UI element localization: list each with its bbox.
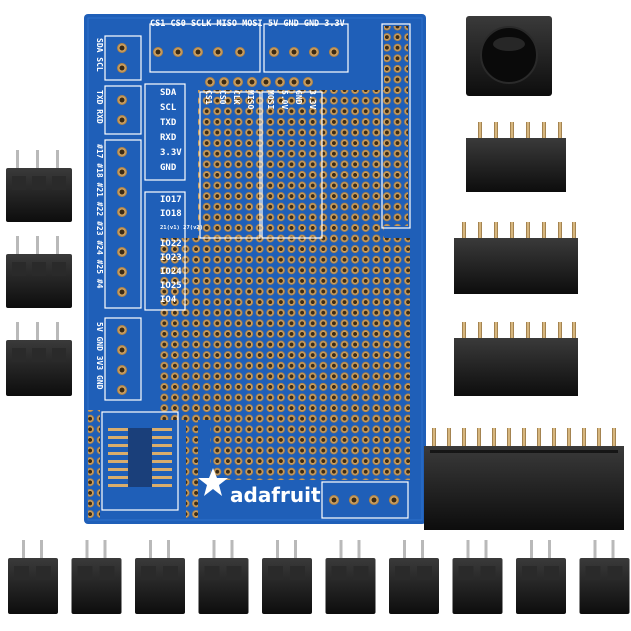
terminal-2pin — [389, 540, 439, 614]
gpio-2x13-header — [424, 428, 624, 530]
silk-spi-label: CS1 CS0 SCLK MISO MOSI — [150, 19, 263, 29]
terminal-2pin — [198, 540, 249, 614]
svg-text:CS1: CS1 — [204, 90, 213, 105]
tactile-button — [466, 16, 552, 96]
edge-pads-left — [88, 404, 198, 520]
svg-text:IO25: IO25 — [160, 281, 182, 291]
silk-gpio-label: #17 #18 #21 #22 #23 #24 #25 #4 — [95, 144, 104, 289]
terminal-2pin — [516, 540, 566, 614]
svg-text:TXD: TXD — [160, 118, 177, 128]
silk-mid-bus-labels: SDA SCL TXD RXD 3.3V GND — [160, 88, 182, 173]
svg-text:SCL: SCL — [160, 103, 177, 113]
adafruit-logo: adafruit — [198, 468, 321, 507]
header-8pin-a — [454, 222, 578, 294]
svg-text:SDA: SDA — [160, 88, 177, 98]
gpio-header-pads — [384, 26, 408, 226]
silk-mid-io-labels: IO17 IO18 21(v1) 27(v2) IO22 IO23 IO24 I… — [160, 195, 203, 305]
svg-text:3.3V: 3.3V — [308, 90, 317, 109]
top-header-pads — [153, 47, 339, 87]
svg-text:5.0V: 5.0V — [280, 90, 289, 109]
terminal-2pin — [452, 540, 503, 614]
perfboard-grid-lower — [160, 238, 410, 420]
terminal-2pin — [135, 540, 185, 614]
proto-board: CS1 CS0 SCLK MISO MOSI 5V GND GND 3.3V S… — [84, 14, 426, 524]
svg-text:21(v1) 27(v2): 21(v1) 27(v2) — [160, 225, 203, 231]
silk-vert-bus-labels: CS1 CS0 CLK MISO MOSI 5.0V GND 3.3V — [204, 90, 317, 109]
svg-text:GND: GND — [294, 90, 303, 105]
silk-uart-label: TXD RXD — [95, 90, 104, 124]
svg-text:IO22: IO22 — [160, 239, 182, 249]
svg-text:adafruit: adafruit — [230, 483, 321, 507]
terminal-3pin-3 — [6, 322, 72, 396]
svg-text:GND: GND — [160, 163, 177, 173]
svg-text:MOSI: MOSI — [266, 90, 275, 109]
terminal-2pin — [8, 540, 58, 614]
svg-text:3.3V: 3.3V — [160, 148, 182, 158]
svg-text:IO18: IO18 — [160, 209, 182, 219]
header-6pin — [466, 122, 566, 192]
svg-text:IO24: IO24 — [160, 267, 182, 277]
power-bus-strips — [199, 91, 323, 239]
svg-text:CLK: CLK — [232, 90, 241, 105]
header-8pin-b — [454, 322, 578, 396]
soic-footprint — [101, 411, 179, 511]
svg-text:RXD: RXD — [160, 133, 177, 143]
terminal-3pin-1 — [6, 150, 72, 222]
bottom-header-pads — [329, 495, 399, 505]
svg-text:CS0: CS0 — [218, 90, 227, 105]
flower-icon — [198, 468, 228, 496]
svg-text:MISO: MISO — [246, 90, 255, 109]
terminal-2pin — [71, 540, 122, 614]
silk-i2c-label: SDA SCL — [95, 38, 104, 72]
terminal-3pin-2 — [6, 236, 72, 308]
terminal-2pin — [579, 540, 630, 614]
svg-text:IO23: IO23 — [160, 253, 182, 263]
terminal-2pin-row — [8, 540, 630, 614]
left-header-boxes — [104, 23, 409, 519]
left-column-pads — [117, 43, 127, 395]
terminal-2pin — [325, 540, 376, 614]
svg-text:IO17: IO17 — [160, 195, 182, 205]
silk-left-power-label: 5V GND 3V3 GND — [95, 322, 104, 390]
terminal-2pin — [262, 540, 312, 614]
perfboard-grid — [198, 90, 384, 240]
svg-text:IO4: IO4 — [160, 295, 177, 305]
perfboard-grid-bottom — [210, 410, 410, 480]
silk-power-label: 5V GND GND 3.3V — [268, 19, 345, 29]
